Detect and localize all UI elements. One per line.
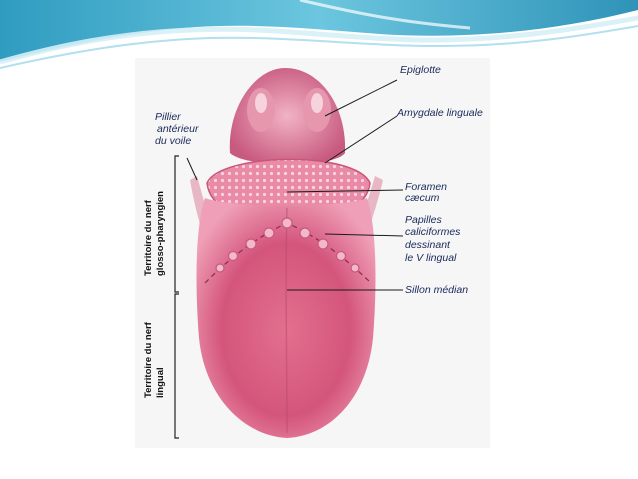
label-amygdale: Amygdale linguale	[396, 107, 483, 119]
label-pillier-2: antérieur	[157, 123, 199, 135]
bracket-lingual	[174, 293, 179, 439]
label-foramen-2: cæcum	[405, 192, 440, 204]
tongue-anatomy-figure: Epiglotte Amygdale linguale Foramen cæcu…	[135, 58, 490, 448]
bracket-glosso	[174, 155, 179, 293]
label-papilles-1: Papilles	[405, 214, 443, 226]
label-papilles-2: caliciformes	[405, 226, 461, 238]
label-epiglotte: Epiglotte	[400, 64, 441, 76]
label-papilles-3: dessinant	[405, 239, 451, 251]
label-pillier-3: du voile	[155, 135, 191, 147]
label-foramen-1: Foramen	[405, 181, 447, 193]
label-papilles-4: le V lingual	[405, 252, 457, 264]
label-territoire-glosso-2: glosso-pharyngien	[155, 191, 166, 276]
label-pillier-1: Pillier	[155, 111, 181, 123]
label-territoire-lingual-1: Territoire du nerf	[143, 321, 154, 398]
label-sillon: Sillon médian	[405, 284, 468, 296]
label-territoire-lingual-2: lingual	[155, 367, 166, 398]
header-wave-decoration	[0, 0, 638, 69]
circumvallate-papillae	[215, 217, 360, 273]
label-territoire-glosso-1: Territoire du nerf	[143, 199, 154, 276]
